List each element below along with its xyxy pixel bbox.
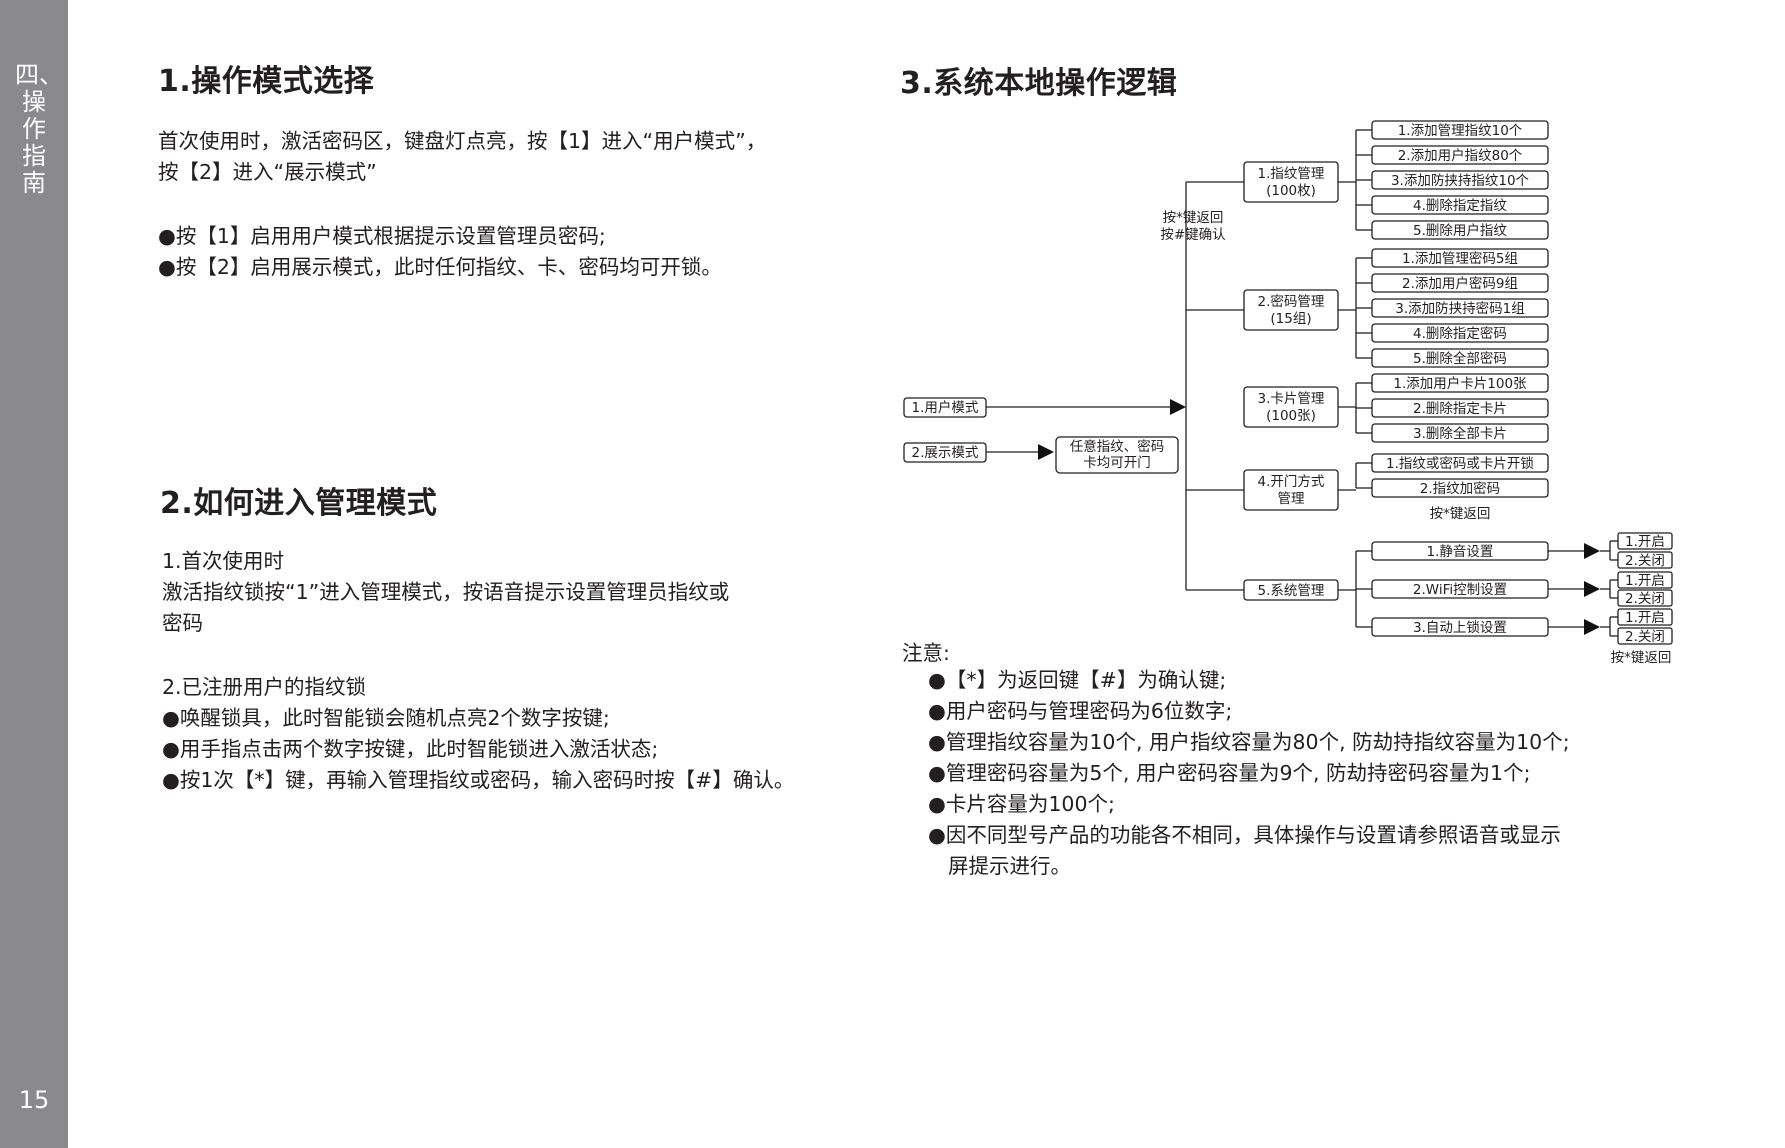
item-box — [1371, 195, 1549, 215]
section2-title: 2.如何进入管理模式 — [160, 486, 438, 521]
hint-back: 按*键返回 — [1430, 506, 1491, 522]
note-item-continuation: 屏提示进行。 — [948, 854, 1071, 878]
group-label: (100枚) — [1266, 183, 1316, 199]
item-label: 3.自动上锁设置 — [1413, 620, 1507, 636]
item-box — [1371, 170, 1549, 190]
option-box — [1617, 532, 1673, 550]
note-item: ●【*】为返回键【#】为确认键; — [928, 668, 1227, 692]
arrow-right-icon — [1584, 543, 1600, 559]
demo-result-box — [1055, 436, 1179, 474]
item-box — [1371, 248, 1549, 268]
item-label: 1.添加管理密码5组 — [1402, 250, 1518, 267]
group-label: 1.指纹管理 — [1258, 166, 1325, 182]
note-item: ●卡片容量为100个; — [928, 792, 1115, 816]
item-box — [1371, 120, 1549, 140]
section2-line: ●按1次【*】键，再输入管理指纹或密码，输入密码时按【#】确认。 — [162, 768, 795, 792]
operation-logic-diagram: 1.用户模式 2.展示模式 任意指纹、密码 卡均可开门 按*键返回 按#键确认 … — [903, 120, 1673, 666]
section2-line: ●用手指点击两个数字按键，此时智能锁进入激活状态; — [162, 737, 659, 761]
item-box — [1371, 323, 1549, 343]
section3-title: 3.系统本地操作逻辑 — [900, 66, 1178, 101]
option-off: 2.关闭 — [1625, 553, 1665, 569]
item-box — [1371, 273, 1549, 293]
item-box — [1371, 145, 1549, 165]
note-item: ●管理指纹容量为10个, 用户指纹容量为80个, 防劫持指纹容量为10个; — [928, 730, 1570, 754]
group-label: (15组) — [1270, 311, 1311, 327]
note-item: ●因不同型号产品的功能各不相同，具体操作与设置请参照语音或显示 — [928, 823, 1561, 847]
option-box — [1617, 589, 1673, 607]
item-box — [1371, 373, 1549, 393]
item-box — [1371, 220, 1549, 240]
group-label: (100张) — [1266, 408, 1316, 424]
item-label: 2.WiFi控制设置 — [1413, 582, 1507, 598]
item-label: 1.添加用户卡片100张 — [1393, 375, 1527, 392]
group-label: 3.卡片管理 — [1258, 391, 1325, 407]
item-box — [1371, 298, 1549, 318]
item-box — [1371, 453, 1549, 473]
group-label: 5.系统管理 — [1258, 583, 1325, 599]
option-box — [1617, 627, 1673, 645]
item-label: 4.删除指定指纹 — [1413, 198, 1507, 214]
section1-intro: 首次使用时，激活密码区，键盘灯点亮，按【1】进入“用户模式”， 按【2】进入“展… — [158, 126, 766, 188]
item-label: 2.添加用户密码9组 — [1402, 275, 1518, 292]
section1-bullet: ●按【2】启用展示模式，此时任何指纹、卡、密码均可开锁。 — [158, 255, 722, 279]
demo-mode-label: 2.展示模式 — [912, 445, 979, 461]
hint-confirm: 按#键确认 — [1160, 227, 1226, 243]
section2-first-use: 1.首次使用时 激活指纹锁按“1”进入管理模式，按语音提示设置管理员指纹或 密码 — [162, 546, 729, 639]
item-label: 3.删除全部卡片 — [1413, 425, 1507, 442]
item-label: 2.添加用户指纹80个 — [1398, 147, 1523, 164]
group-label: 2.密码管理 — [1258, 293, 1325, 310]
note-item: ●管理密码容量为5个, 用户密码容量为9个, 防劫持密码容量为1个; — [928, 761, 1531, 785]
option-off: 2.关闭 — [1625, 591, 1665, 607]
item-label: 1.静音设置 — [1427, 543, 1494, 560]
item-label: 3.添加防挟持指纹10个 — [1391, 173, 1530, 189]
item-label: 5.删除全部密码 — [1413, 350, 1507, 367]
section1-bullet: ●按【1】启用用户模式根据提示设置管理员密码; — [158, 224, 606, 248]
section1-title: 1.操作模式选择 — [158, 64, 375, 99]
item-label: 5.删除用户指纹 — [1413, 222, 1507, 239]
item-box — [1371, 478, 1549, 498]
section2-line: ●唤醒锁具，此时智能锁会随机点亮2个数字按键; — [162, 706, 610, 730]
item-box — [1371, 398, 1549, 418]
chapter-sidebar: 四、操作指南 15 — [0, 0, 68, 1148]
option-on: 1.开启 — [1625, 534, 1665, 550]
option-box — [1617, 608, 1673, 626]
demo-result-line: 任意指纹、密码 — [1070, 438, 1165, 455]
section2-line: 2.已注册用户的指纹锁 — [162, 675, 367, 699]
hint-back: 按*键返回 — [1163, 210, 1224, 226]
group-label: 4.开门方式 — [1258, 474, 1325, 490]
section1-intro-line: 按【2】进入“展示模式” — [158, 160, 377, 184]
option-on: 1.开启 — [1625, 573, 1665, 589]
section2-line: 1.首次使用时 — [162, 549, 285, 573]
option-box — [1617, 571, 1673, 589]
item-label: 2.删除指定卡片 — [1413, 401, 1507, 417]
arrow-right-icon — [1584, 581, 1600, 597]
option-on: 1.开启 — [1625, 610, 1665, 626]
group-label: 管理 — [1278, 491, 1306, 507]
note-item: ●用户密码与管理密码为6位数字; — [928, 699, 1233, 723]
user-mode-label: 1.用户模式 — [912, 399, 979, 416]
item-box — [1371, 423, 1549, 443]
section2-line: 密码 — [162, 611, 203, 635]
section2-registered: 2.已注册用户的指纹锁 ●唤醒锁具，此时智能锁会随机点亮2个数字按键; ●用手指… — [162, 672, 794, 796]
section1-intro-line: 首次使用时，激活密码区，键盘灯点亮，按【1】进入“用户模式”， — [158, 129, 767, 153]
item-label: 1.添加管理指纹10个 — [1398, 123, 1523, 139]
arrow-right-icon — [1584, 619, 1600, 635]
option-off: 2.关闭 — [1625, 629, 1665, 645]
page-number: 15 — [18, 1086, 50, 1114]
item-label: 1.指纹或密码或卡片开锁 — [1386, 455, 1534, 472]
option-box — [1617, 551, 1673, 569]
item-label: 2.指纹加密码 — [1420, 480, 1500, 497]
demo-result-line: 卡均可开门 — [1083, 455, 1151, 471]
item-box — [1371, 348, 1549, 368]
hint-back: 按*键返回 — [1611, 650, 1672, 666]
notes-list: ●【*】为返回键【#】为确认键; ●用户密码与管理密码为6位数字; ●管理指纹容… — [928, 665, 1570, 882]
section2-line: 激活指纹锁按“1”进入管理模式，按语音提示设置管理员指纹或 — [162, 580, 730, 604]
notes-title: 注意: — [902, 641, 950, 665]
section1-bullets: ●按【1】启用用户模式根据提示设置管理员密码; ●按【2】启用展示模式，此时任何… — [158, 221, 722, 283]
arrow-right-icon — [1170, 399, 1186, 415]
item-label: 4.删除指定密码 — [1413, 325, 1507, 342]
item-label: 3.添加防挟持密码1组 — [1395, 300, 1524, 317]
arrow-right-icon — [1038, 444, 1054, 460]
